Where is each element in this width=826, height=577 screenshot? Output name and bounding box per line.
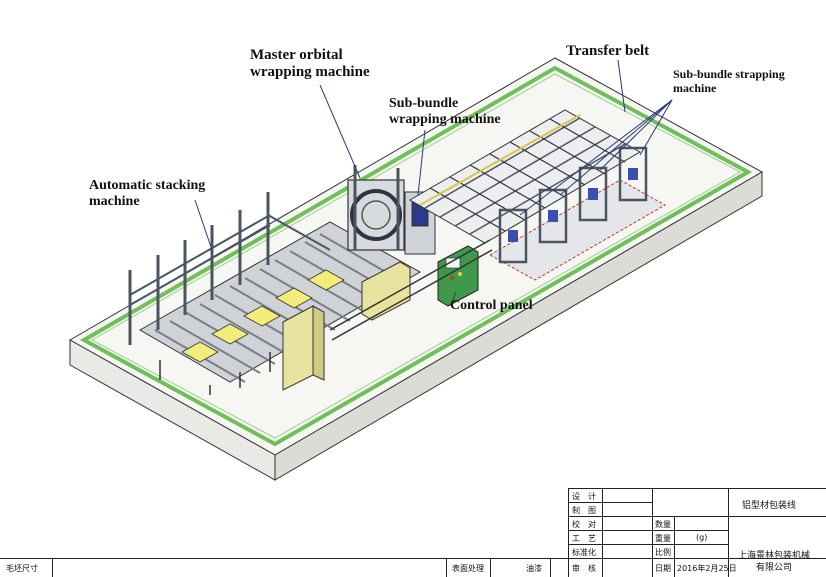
strapping-pointers	[519, 99, 673, 216]
stacking-beams	[129, 214, 331, 306]
title-block: 设 计 制 图 校 对 工 艺 标准化 审 核 数量 重量 (g) 比例 日期 …	[0, 488, 826, 577]
tb-row-standard: 标准化	[572, 548, 596, 557]
tb-weight-label: 重量	[655, 534, 671, 543]
belt-yellow-rail	[419, 114, 581, 206]
stacking-yellow-pads	[181, 269, 345, 363]
callout-sub-bundle-strapping: Sub-bundle strapping machine	[673, 67, 785, 96]
tb-company-line1: 上海景林包装机械	[738, 551, 811, 561]
tb-qty-label: 数量	[655, 520, 671, 529]
tb-row-approve: 审 核	[572, 564, 596, 573]
callout-control-panel: Control panel	[450, 298, 533, 313]
callout-sub-bundle-wrapping: Sub-bundle wrapping machine	[389, 96, 501, 128]
callout-automatic-stacking-line1: Automatic stacking	[89, 178, 206, 193]
stacking-frame-legs	[159, 352, 271, 395]
tb-row-check: 校 对	[572, 520, 596, 529]
tb-surface-label: 表面处理	[452, 564, 484, 573]
sub-bundle-pointer	[417, 129, 426, 196]
callout-sub-bundle-strapping-line1: Sub-bundle strapping	[673, 67, 785, 81]
strapping-machines	[488, 99, 673, 281]
control-panel-pointer	[451, 291, 457, 303]
tb-row-design: 设 计	[572, 492, 596, 501]
callout-automatic-stacking-line2: machine	[89, 194, 140, 210]
belt-cross-members	[429, 118, 626, 232]
strapping-base	[488, 179, 667, 281]
orbital-ring	[350, 189, 402, 241]
transfer-belt-pointer	[617, 59, 626, 113]
lower-rails	[329, 239, 493, 341]
tb-row-process: 工 艺	[572, 534, 596, 543]
control-panel-screen	[445, 257, 461, 269]
stacking-machine	[128, 192, 422, 395]
tb-surface-value: 油漆	[526, 564, 542, 573]
tb-scale-label: 比例	[655, 548, 671, 557]
tb-company-line2: 有限公司	[756, 563, 793, 573]
tb-date-label: 日期	[655, 564, 671, 573]
callout-sub-bundle-strapping-line2: machine	[673, 80, 717, 95]
orbital-wrapper	[319, 84, 405, 251]
floor-right	[274, 171, 763, 481]
floor-green-border	[79, 65, 753, 447]
cabinet-front-side	[312, 305, 325, 381]
floor-inner-line	[90, 73, 742, 439]
tb-row-drawing: 制 图	[572, 506, 596, 515]
callout-master-orbital-line1: Master orbital	[250, 47, 343, 63]
tb-weight-unit: (g)	[696, 533, 708, 542]
callout-master-orbital: Master orbital wrapping machine	[250, 47, 370, 82]
stacking-columns	[128, 192, 270, 345]
callout-sub-bundle-wrapping-line1: Sub-bundle	[389, 96, 459, 111]
callout-sub-bundle-wrapping-line2: wrapping machine	[389, 112, 501, 128]
callout-automatic-stacking: Automatic stacking machine	[89, 178, 205, 210]
callout-transfer-belt: Transfer belt	[566, 43, 650, 59]
orbital-pointer	[319, 84, 361, 179]
tb-product-name: 铝型材包装线	[742, 501, 797, 511]
control-panel-unit	[437, 245, 479, 307]
callout-master-orbital-line2: wrapping machine	[250, 64, 370, 81]
stacking-pointer	[194, 199, 213, 251]
tb-blank-size-label: 毛坯尺寸	[6, 564, 38, 573]
tb-date-value: 2016年2月25日	[677, 564, 737, 573]
